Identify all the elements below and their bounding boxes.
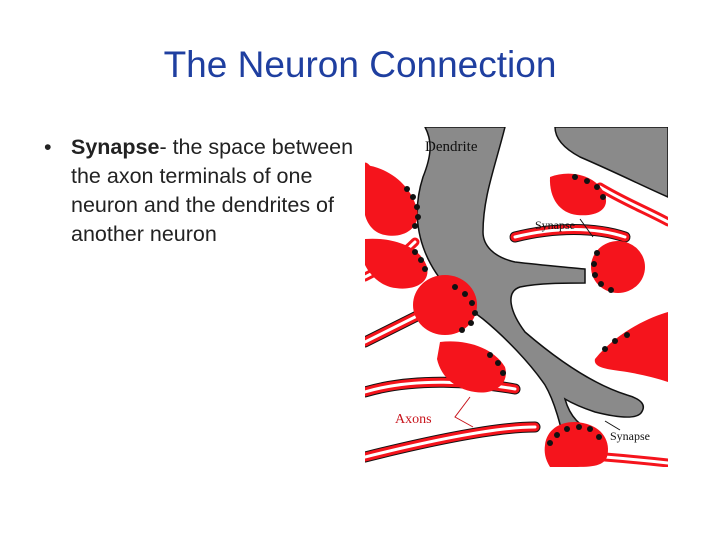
- bullet-term: Synapse: [71, 135, 160, 159]
- dendrite-label: Dendrite: [425, 139, 478, 155]
- axon-terminals: [365, 165, 668, 467]
- synaptic-vesicles: [404, 174, 630, 446]
- dendrite: [416, 127, 668, 446]
- bullet-item: • Synapse- the space between the axon te…: [44, 133, 354, 249]
- slide-title: The Neuron Connection: [163, 44, 557, 85]
- neuron-synapse-diagram: Dendrite Synapse Axons Synapse: [365, 127, 668, 467]
- synapse-upper-pointer: [579, 218, 594, 238]
- bullet-marker: •: [44, 135, 52, 159]
- bullet-definition: - the space between the axon terminals o…: [71, 135, 354, 246]
- axons-label-pointer: [454, 396, 474, 428]
- synapse-label-upper: Synapse: [535, 218, 575, 232]
- axons-label: Axons: [395, 412, 432, 427]
- synapse-lower-pointer: [604, 420, 621, 431]
- synapse-label-lower: Synapse: [610, 429, 650, 443]
